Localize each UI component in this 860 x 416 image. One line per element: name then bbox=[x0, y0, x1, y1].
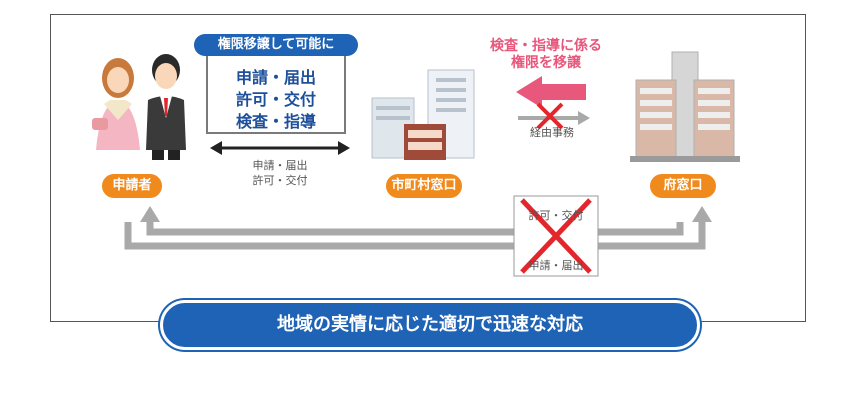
authority-line-3: 検査・指導 bbox=[235, 112, 316, 131]
old-route-cross-icon bbox=[520, 198, 592, 274]
authority-box-title: 権限移譲して可能に bbox=[194, 34, 358, 56]
exchange-label-line-1: 申請・届出 bbox=[252, 159, 308, 172]
prefecture-label: 府窓口 bbox=[650, 174, 716, 198]
applicant-municipal-arrow bbox=[210, 141, 350, 155]
woman-applicant-icon bbox=[92, 58, 140, 150]
man-applicant-icon bbox=[146, 54, 186, 160]
exchange-label-line-2: 許可・交付 bbox=[252, 174, 308, 187]
municipal-building-icon bbox=[371, 69, 475, 160]
old-route-arrows bbox=[124, 206, 712, 250]
old-route-bottom-label: 申請・届出 bbox=[528, 259, 584, 272]
transfer-label-line-2: 権限を移譲 bbox=[511, 55, 581, 71]
summary-banner: 地域の実情に応じた適切で迅速な対応 bbox=[160, 300, 700, 350]
applicant-label: 申請者 bbox=[102, 174, 162, 198]
via-label: 経由事務 bbox=[530, 126, 574, 139]
via-cross-icon bbox=[536, 102, 564, 130]
authority-line-2: 許可・交付 bbox=[235, 90, 316, 109]
prefecture-building-icon bbox=[630, 51, 740, 162]
municipal-label: 市町村窓口 bbox=[386, 174, 462, 198]
authority-line-1: 申請・届出 bbox=[235, 68, 316, 87]
transfer-arrow bbox=[516, 76, 586, 108]
transfer-label-line-1: 検査・指導に係る bbox=[490, 38, 602, 54]
old-route-top-label: 許可・交付 bbox=[528, 209, 584, 222]
